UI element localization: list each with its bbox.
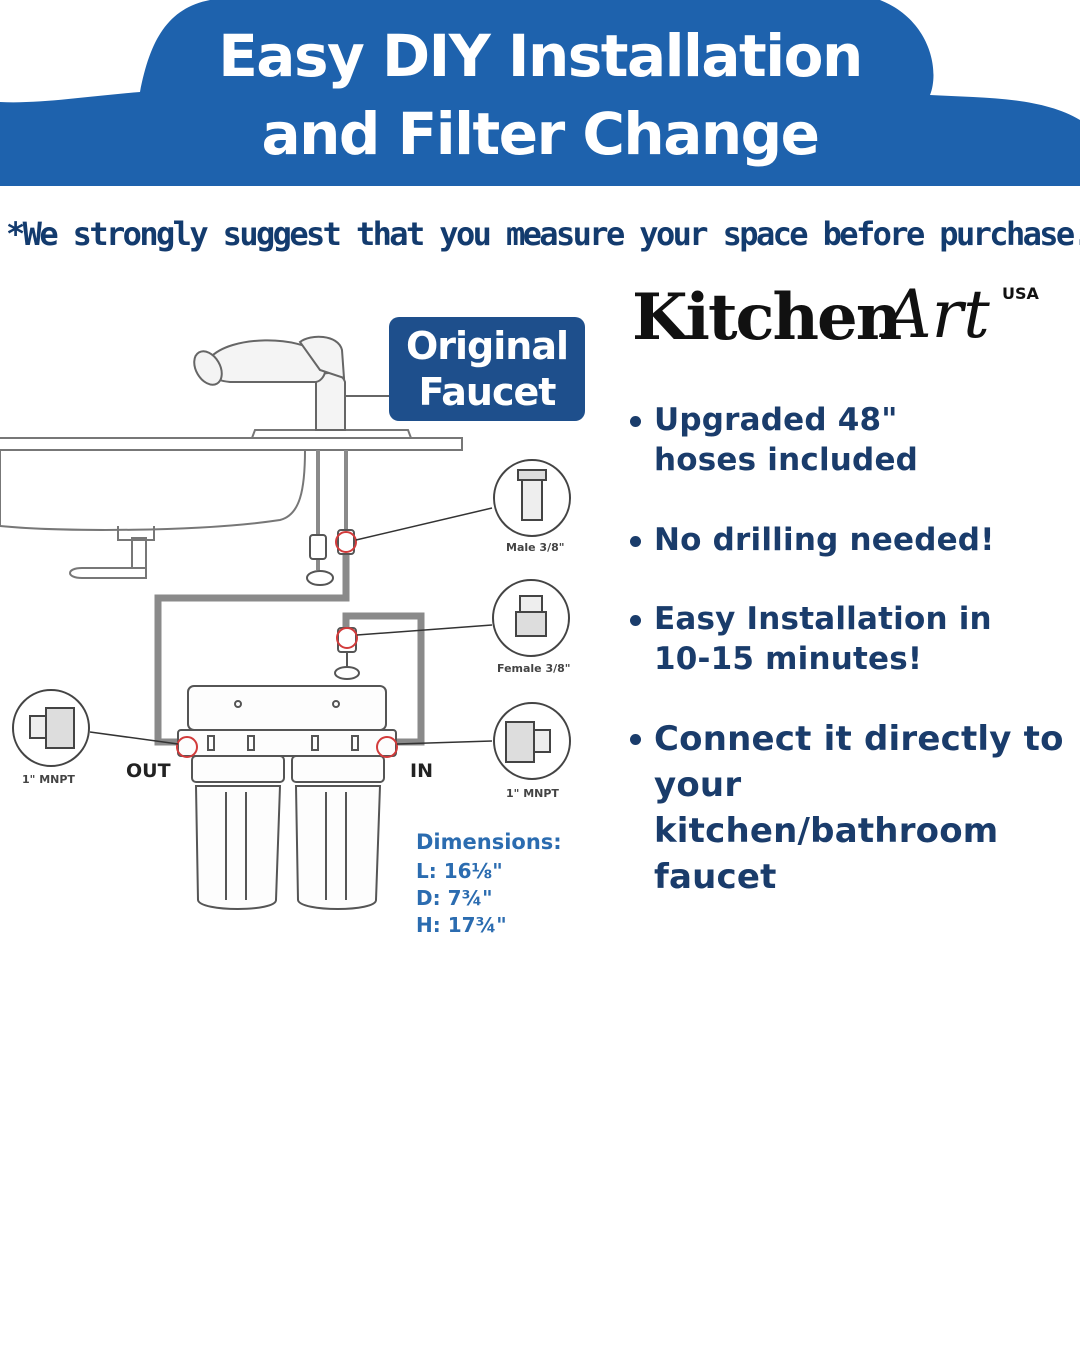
feature-item: Easy Installation in 10-15 minutes! — [630, 599, 992, 679]
faucet-label-line2: Faucet — [418, 370, 557, 414]
dimension-height: H: 17¾" — [416, 913, 507, 937]
bullet-icon — [630, 615, 641, 626]
installation-diagram — [0, 335, 571, 910]
connection-markers — [176, 531, 398, 758]
feature-item: No drilling needed! — [630, 520, 995, 560]
header-banner: Easy DIY Installation and Filter Change — [0, 0, 1080, 186]
sink — [0, 429, 463, 579]
connector-callouts — [12, 459, 571, 780]
dimension-depth: D: 7¾" — [416, 886, 493, 910]
dimensions-title: Dimensions: — [416, 830, 562, 854]
measure-note: *We strongly suggest that you measure yo… — [6, 215, 1080, 253]
bullet-icon — [630, 734, 641, 745]
tee-valve — [334, 627, 360, 680]
dimension-length: L: 16⅛" — [416, 859, 503, 883]
female-connector-label: Female 3/8" — [497, 662, 571, 675]
male-connector-label: Male 3/8" — [506, 541, 565, 554]
feature-item: Connect it directly to your kitchen/bath… — [630, 716, 1070, 900]
mnpt-right-label: 1" MNPT — [506, 787, 559, 800]
brand-script: Art — [884, 276, 990, 353]
dimensions-block: Dimensions: L: 16⅛" D: 7¾" H: 17¾" — [416, 830, 562, 939]
supply-lines — [306, 450, 355, 586]
brand-suffix: USA — [1002, 284, 1039, 303]
faucet — [193, 335, 390, 431]
original-faucet-label: Original Faucet — [389, 317, 585, 421]
bullet-icon — [630, 416, 641, 427]
mnpt-left-label: 1" MNPT — [22, 773, 75, 786]
header-title-line2: and Filter Change — [261, 100, 820, 168]
brand-word: Kitchen — [632, 280, 902, 355]
header-title-line1: Easy DIY Installation — [218, 22, 863, 90]
banner-shape — [0, 0, 1080, 186]
out-label: OUT — [126, 760, 171, 782]
faucet-label-line1: Original — [405, 324, 569, 368]
leader-lines — [89, 507, 493, 745]
filter-housing — [177, 685, 397, 910]
bullet-icon — [630, 536, 641, 547]
in-label: IN — [410, 760, 433, 782]
brand-logo: Kitchen Art USA — [632, 276, 1052, 360]
feature-item: Upgraded 48" hoses included — [630, 400, 918, 480]
